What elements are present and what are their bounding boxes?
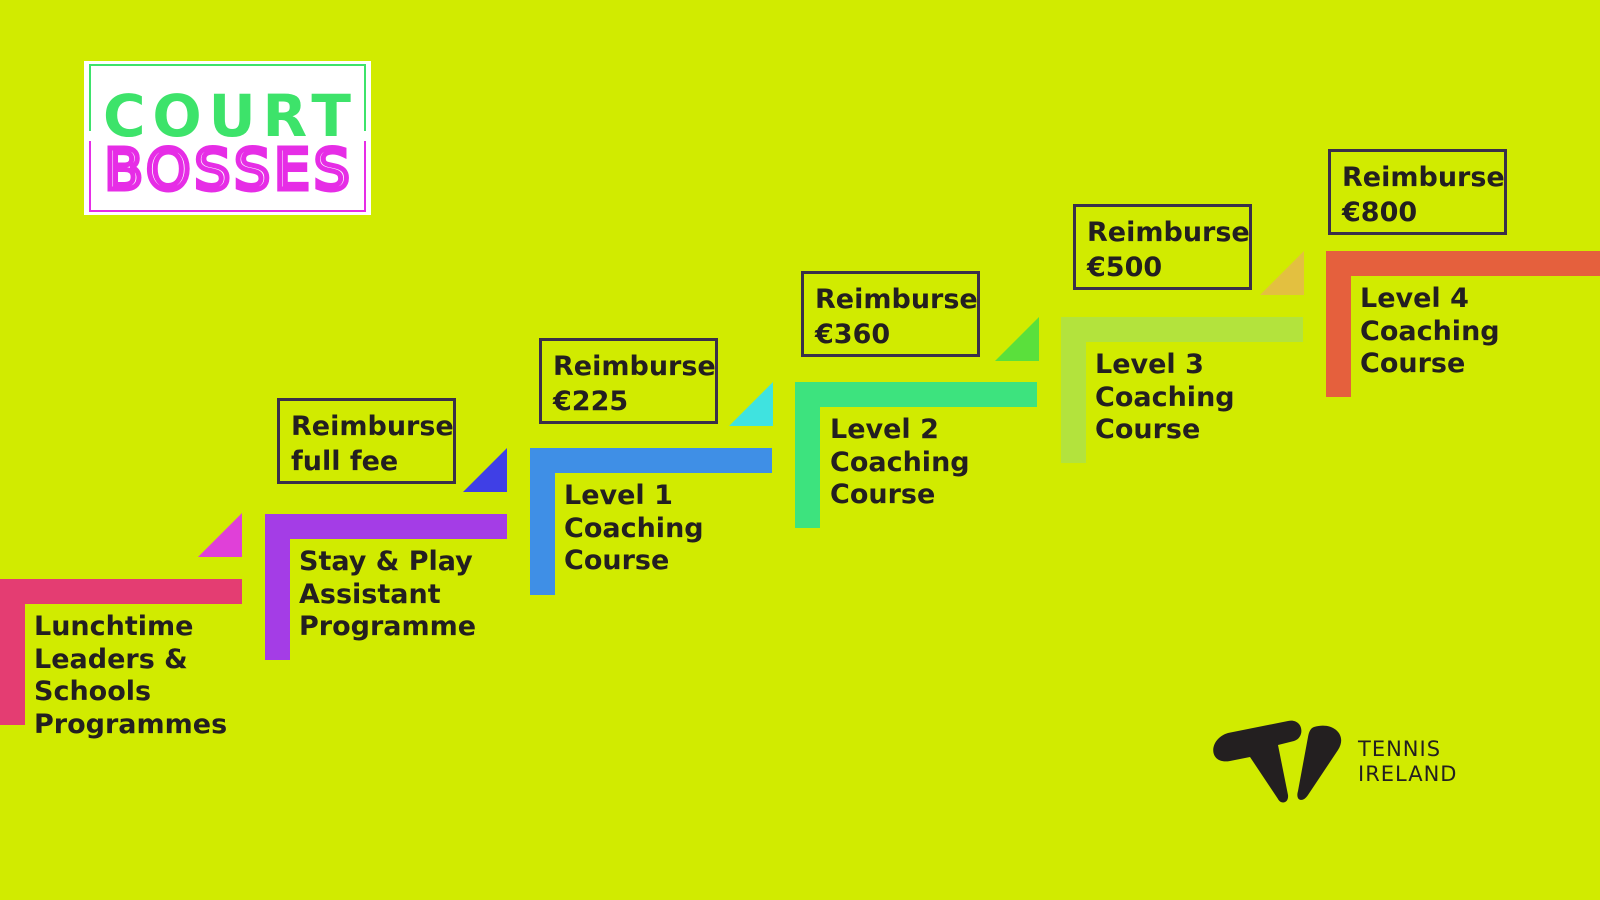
step-riser <box>795 382 820 528</box>
step-label: Level 2 Coaching Course <box>830 414 970 510</box>
reimburse-box: Reimburse €360 <box>801 271 980 357</box>
step-triangle <box>995 317 1039 361</box>
step-bar <box>0 579 242 604</box>
step-bar <box>1061 317 1303 342</box>
step-bar <box>795 382 1037 407</box>
step-label: Lunchtime Leaders & Schools Programmes <box>34 611 228 740</box>
step-triangle <box>1260 251 1304 295</box>
tennis-ireland-mark-icon <box>1213 720 1342 803</box>
step-riser <box>1061 317 1086 463</box>
reimburse-box: Reimburse €225 <box>539 338 718 424</box>
reimburse-box: Reimburse €500 <box>1073 204 1252 290</box>
step-riser <box>530 448 555 595</box>
step-riser <box>265 514 290 660</box>
step-label: Level 1 Coaching Course <box>564 480 704 576</box>
step-bar <box>530 448 772 473</box>
step-triangle <box>729 382 773 426</box>
step-label: Level 4 Coaching Course <box>1360 283 1500 379</box>
step-triangle <box>463 448 507 492</box>
step-label: Stay & Play Assistant Programme <box>299 546 477 642</box>
court-bosses-logo: COURT BOSSES <box>84 61 371 215</box>
reimburse-box: Reimburse €800 <box>1328 149 1507 235</box>
step-bar <box>265 514 507 539</box>
step-riser <box>1326 251 1351 397</box>
brand-line1: TENNIS <box>1358 737 1442 761</box>
step-bar <box>1326 251 1600 276</box>
brand-line2: IRELAND <box>1358 762 1458 786</box>
reimburse-box: Reimburse full fee <box>277 398 456 484</box>
step-label: Level 3 Coaching Course <box>1095 349 1235 445</box>
step-riser <box>0 579 25 725</box>
step-triangle <box>198 513 242 557</box>
tennis-ireland-logo: TENNIS IRELAND <box>1208 715 1508 805</box>
